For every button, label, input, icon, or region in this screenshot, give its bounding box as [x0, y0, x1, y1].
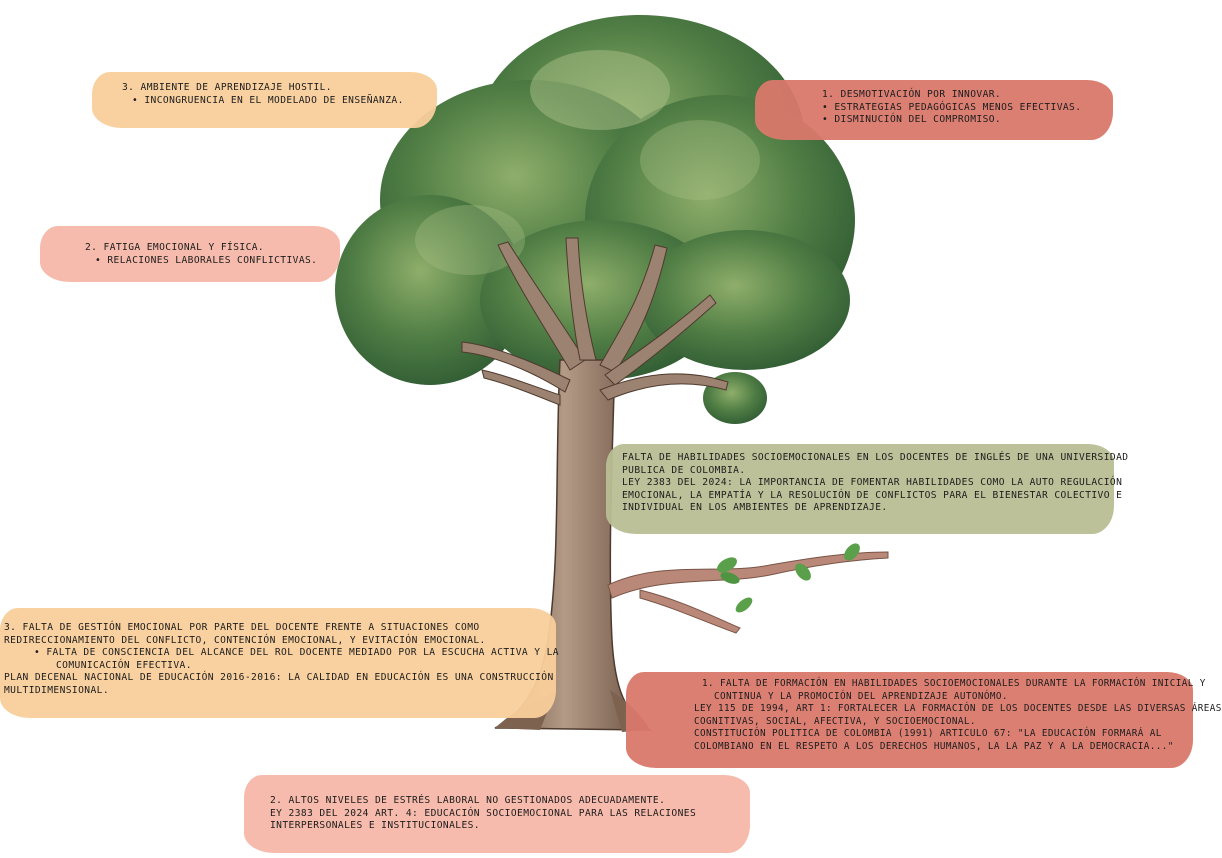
note-line: Falta de habilidades socioemocionales en… [622, 452, 1129, 463]
leaf-icon [717, 557, 737, 573]
leaf-icon [735, 597, 753, 613]
note-line: 2. Altos niveles de estrés laboral no ge… [270, 795, 666, 806]
note-line: multidimensional. [4, 684, 109, 696]
note-line: redireccionamiento del conflicto, conten… [4, 634, 486, 646]
side-branch [607, 543, 889, 634]
note-line: publica de Colombia. [622, 464, 746, 476]
leaf-icon [720, 572, 740, 584]
note-line: Ley 115 de 1994, Art 1: Fortalecer la fo… [694, 703, 1222, 715]
note-line: interpersonales e institucionales. [270, 820, 480, 832]
leaf-icon [795, 563, 811, 581]
note-problema-central: Falta de habilidades socioemocionales en… [606, 444, 1129, 534]
leaf-icon [844, 543, 860, 561]
note-line: continua y la promoción del aprendizaje … [714, 690, 1008, 702]
note-line: 3. Falta de gestión emocional por parte … [4, 622, 480, 633]
note-desmotivacion: 1. Desmotivación por innovar. Estrategia… [755, 80, 1113, 140]
note-formacion: 1. Falta de formación en habilidades soc… [626, 672, 1222, 768]
note-line: individual en los ambientes de aprendiza… [622, 502, 888, 514]
note-line: ey 2383 del 2024 Art. 4: Educación socio… [270, 807, 697, 819]
note-background [606, 444, 1114, 534]
note-line: 1. Falta de formación en habilidades soc… [702, 678, 1206, 689]
note-title: 3. Ambiente de aprendizaje hostil. [122, 82, 332, 93]
note-line: Constitución Politica de Colombia (1991)… [694, 728, 1162, 740]
note-line: colombiano en el respeto a los derechos … [694, 740, 1174, 752]
note-bullet: Relaciones laborales conflictivas. [85, 255, 340, 268]
note-estres-laboral: 2. Altos niveles de estrés laboral no ge… [244, 775, 750, 853]
note-fatiga: 2. Fatiga emocional y física. Relaciones… [40, 226, 340, 282]
note-bullet: Disminución del compromiso. [822, 114, 1113, 127]
problem-tree-diagram: 3. Ambiente de aprendizaje hostil. Incon… [0, 0, 1193, 858]
note-title: 1. Desmotivación por innovar. [822, 89, 1002, 100]
note-background [626, 672, 1193, 768]
note-bullet: Falta de consciencia del alcance del rol… [4, 647, 558, 660]
note-line: cognitivas, social, afectiva, y socioemo… [694, 715, 976, 727]
note-background [244, 775, 750, 853]
note-line: Plan Decenal Nacional de Educación 2016-… [4, 672, 554, 684]
note-ambiente-hostil: 3. Ambiente de aprendizaje hostil. Incon… [92, 72, 437, 128]
note-title: 2. Fatiga emocional y física. [85, 242, 265, 253]
note-line: comunicación efectiva. [56, 659, 192, 671]
note-gestion-emocional: 3. Falta de gestión emocional por parte … [0, 608, 559, 718]
note-bullet: Incongruencia en el modelado de enseñanz… [122, 95, 437, 108]
note-line: Ley 2383 del 2024: la importancia de fom… [622, 477, 1123, 489]
note-line: emocional, la empatía y la resolución de… [622, 489, 1123, 501]
tree-illustration [335, 15, 889, 732]
note-bullet: Estrategias pedagógicas menos efectivas. [822, 102, 1113, 115]
note-background [0, 608, 556, 718]
